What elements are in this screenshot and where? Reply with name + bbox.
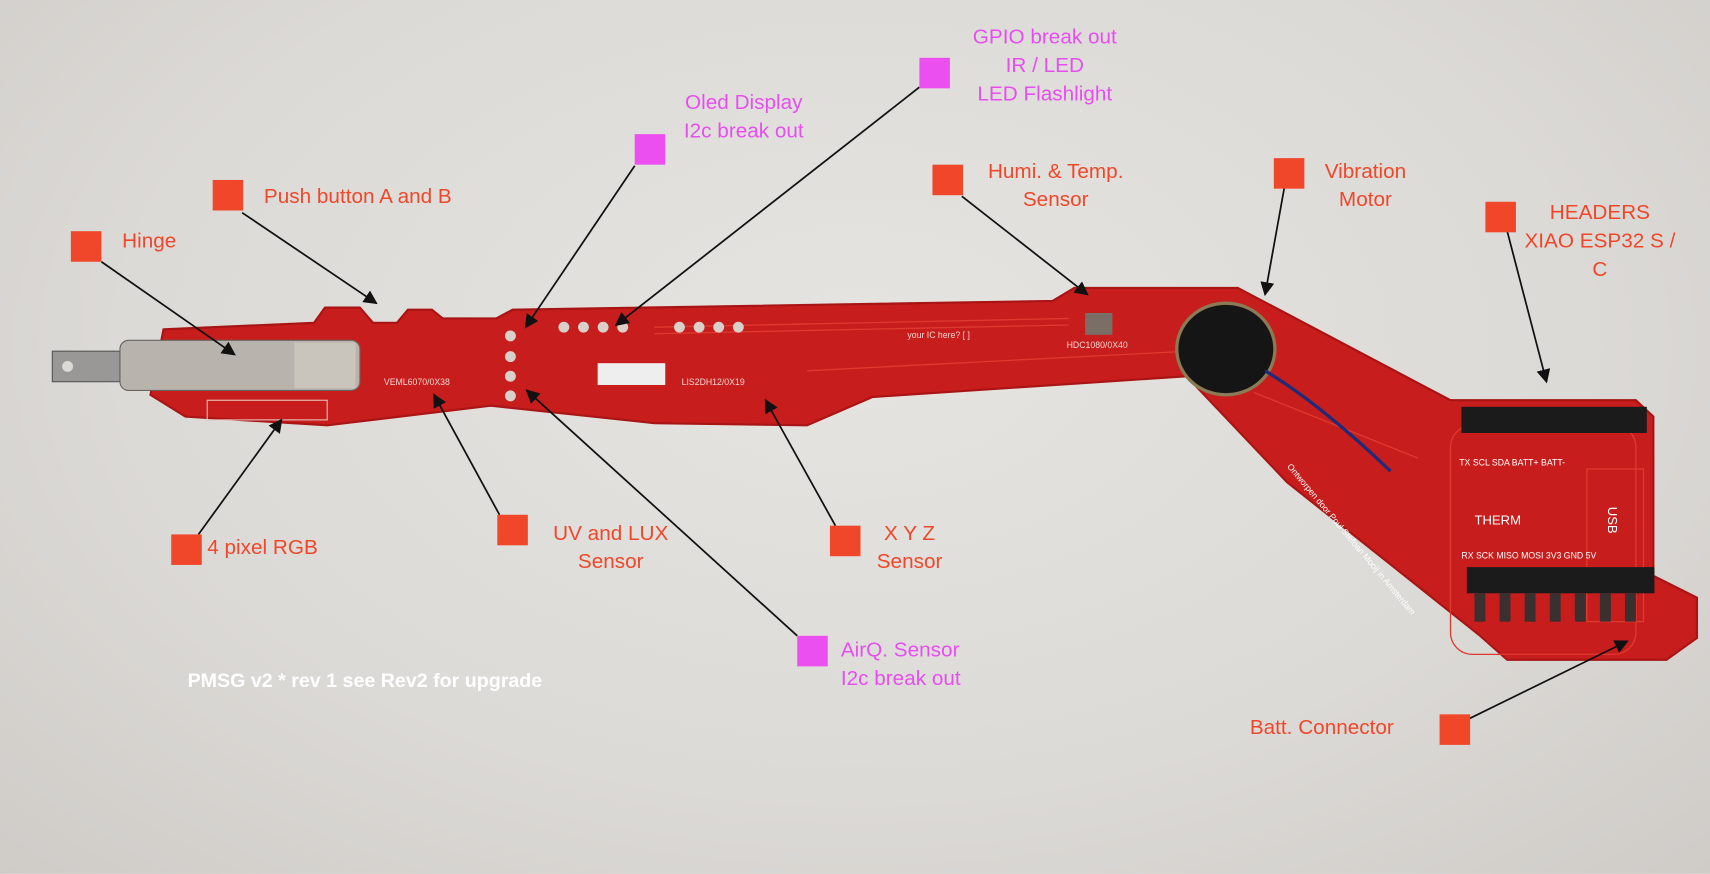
arrow-airq bbox=[525, 389, 798, 637]
silk-ic-here: your IC here? [ ] bbox=[907, 330, 970, 341]
vibration-motor bbox=[1175, 301, 1277, 397]
marker-xyz bbox=[829, 525, 861, 557]
arrow-humi bbox=[961, 195, 1089, 296]
marker-push-button bbox=[212, 179, 244, 211]
header-bottom bbox=[1466, 567, 1655, 594]
marker-gpio bbox=[919, 57, 950, 89]
label-batt: Batt. Connector bbox=[1249, 716, 1394, 740]
marker-airq bbox=[797, 635, 828, 667]
arrow-batt bbox=[1466, 640, 1629, 721]
marker-oled bbox=[634, 134, 666, 165]
marker-uv bbox=[497, 514, 528, 546]
pcb-board bbox=[149, 286, 1699, 661]
silk-pins-top: TX SCL SDA BATT+ BATT- bbox=[1459, 458, 1566, 468]
arrow-gpio bbox=[614, 86, 920, 327]
silk-pins-bottom: RX SCK MISO MOSI 3V3 GND 5V bbox=[1461, 550, 1597, 561]
label-rgb: 4 pixel RGB bbox=[207, 536, 318, 560]
arrow-rgb bbox=[197, 418, 283, 535]
silk-veml: VEML6070/0X38 bbox=[383, 377, 450, 388]
label-humi: Humi. & Temp.Sensor bbox=[987, 160, 1124, 212]
label-hinge: Hinge bbox=[122, 230, 177, 254]
marker-vibration bbox=[1273, 158, 1305, 189]
label-push-button: Push button A and B bbox=[263, 185, 452, 209]
arrow-push-button bbox=[241, 211, 378, 305]
revision-note: PMSG v2 * rev 1 see Rev2 for upgrade bbox=[187, 669, 543, 692]
arrow-uv bbox=[433, 393, 501, 516]
arrow-vibration bbox=[1260, 185, 1286, 297]
marker-headers bbox=[1485, 201, 1516, 233]
arrow-oled bbox=[524, 165, 636, 329]
arrow-headers bbox=[1506, 230, 1551, 384]
marker-humi bbox=[932, 164, 963, 196]
marker-batt bbox=[1439, 714, 1471, 745]
silk-therm: THERM bbox=[1474, 512, 1522, 528]
arrow-xyz bbox=[764, 398, 837, 527]
marker-rgb bbox=[171, 534, 202, 565]
silk-hdc: HDC1080/0X40 bbox=[1066, 340, 1128, 351]
marker-hinge bbox=[70, 231, 102, 262]
silk-lis: LIS2DH12/0X19 bbox=[681, 377, 745, 388]
header-top bbox=[1461, 406, 1647, 433]
arrow-hinge bbox=[100, 261, 236, 356]
silk-usb: USB bbox=[1604, 506, 1620, 534]
